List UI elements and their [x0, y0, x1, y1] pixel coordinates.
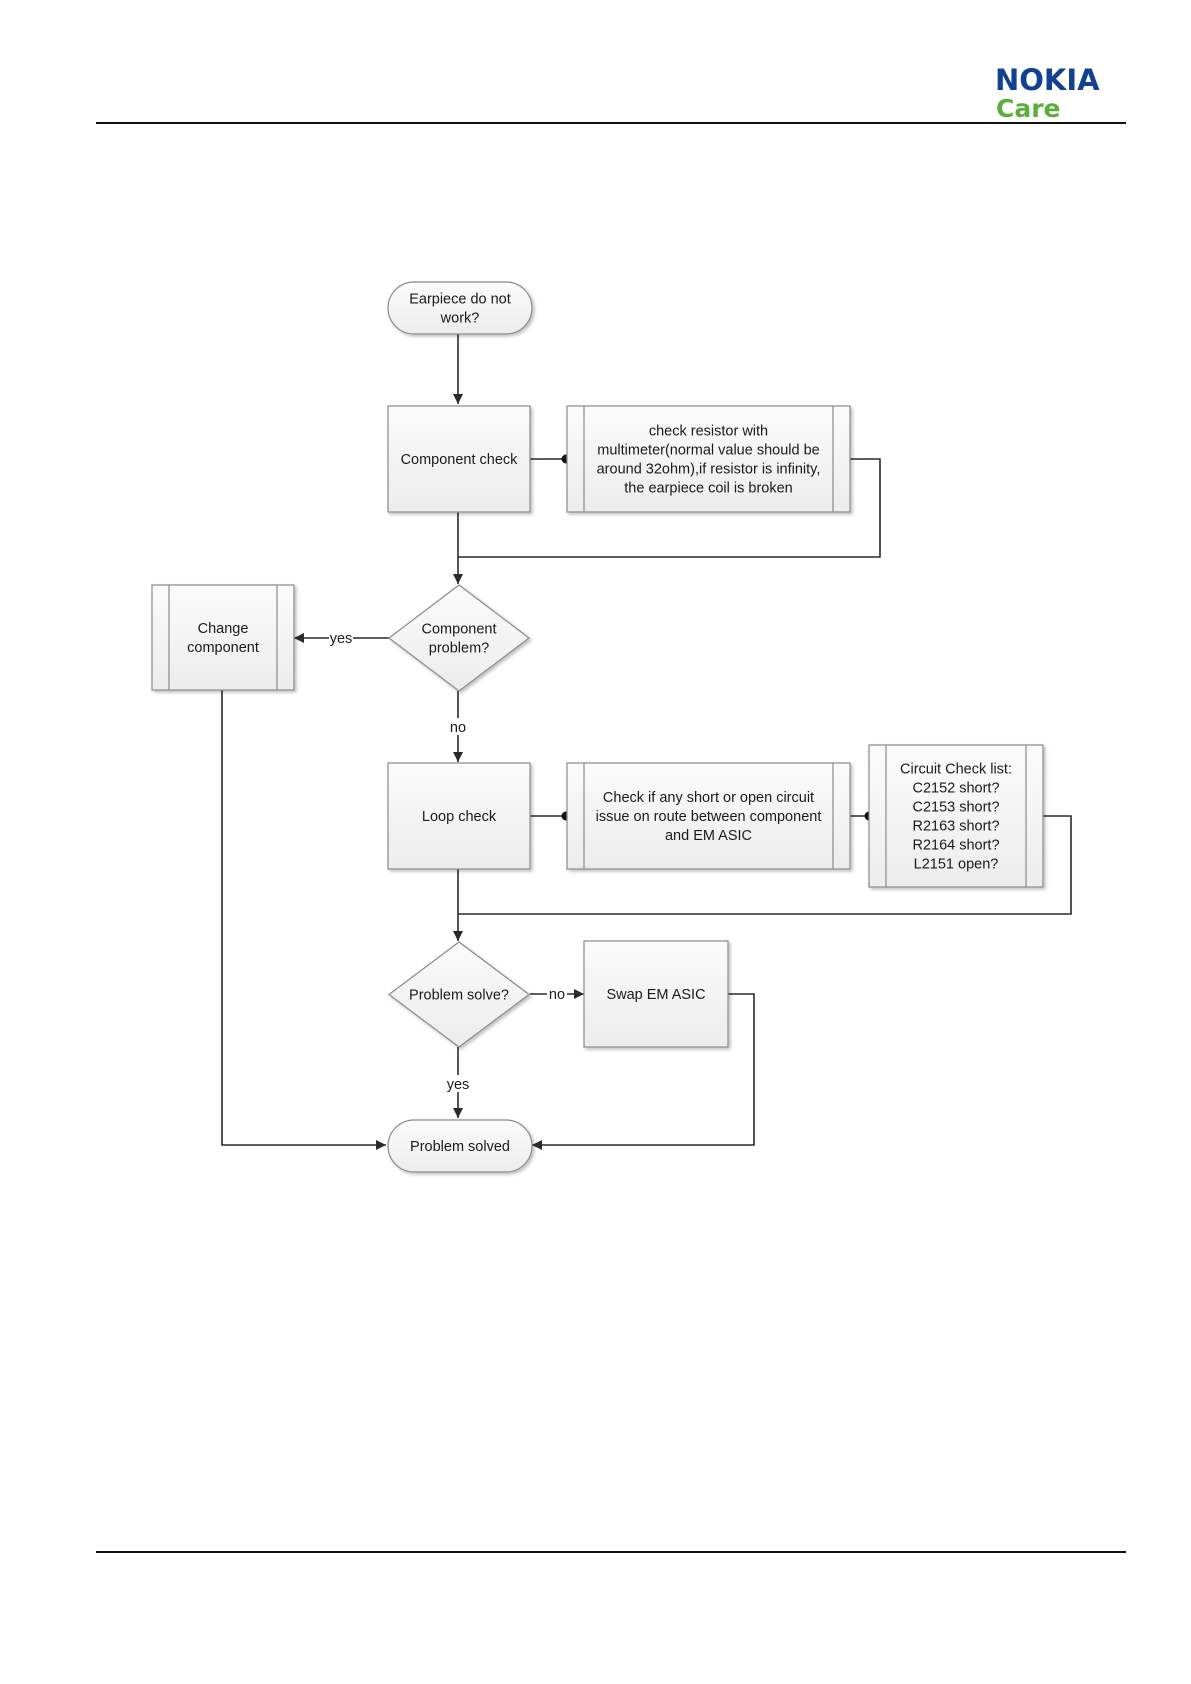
node-text-line: Problem solved	[410, 1139, 510, 1155]
node-text-line: check resistor with	[649, 424, 768, 440]
edge-list-return	[458, 815, 1072, 915]
node-text-line: C2153 short?	[912, 800, 999, 816]
node-text-line: the earpiece coil is broken	[624, 481, 792, 497]
node-problem-solve: Problem solve?	[388, 941, 530, 1048]
process-shape	[387, 762, 531, 870]
nodes: Earpiece do not work? Component check check…	[151, 281, 1044, 1173]
label-component-yes: yes	[330, 631, 353, 647]
node-text-line: C2152 short?	[912, 781, 999, 797]
edge-swap-to-solved	[532, 993, 755, 1150]
node-text-line: Change	[198, 621, 249, 637]
node-component-check: Component check	[387, 405, 531, 513]
decision-shape	[388, 941, 530, 1048]
process-shape	[583, 940, 729, 1048]
node-text-line: Check if any short or open circuit	[603, 790, 814, 806]
node-text-line: work?	[440, 311, 480, 327]
logo-care: Care	[996, 94, 1061, 123]
node-text-line: and EM ASIC	[665, 828, 752, 844]
subprocess-shape	[566, 762, 851, 870]
node-route-note: Check if any short or open circuit issue …	[566, 762, 851, 870]
node-swap-asic: Swap EM ASIC	[583, 940, 729, 1048]
node-text-line: Earpiece do not	[409, 292, 511, 308]
process-shape	[387, 405, 531, 513]
node-loop-check: Loop check	[387, 762, 531, 870]
terminal-shape	[387, 1119, 533, 1173]
node-text-line: Problem solve?	[409, 988, 509, 1004]
node-text-line: problem?	[429, 641, 489, 657]
edge-change-to-solved	[221, 690, 386, 1150]
node-text-line: R2163 short?	[912, 819, 999, 835]
edge-note-return	[458, 458, 881, 558]
subprocess-shape	[868, 744, 1044, 888]
footer-rule	[96, 1551, 1126, 1553]
node-text-line: Circuit Check list:	[900, 762, 1012, 778]
label-solve-yes: yes	[447, 1077, 470, 1093]
node-change-component: Change component	[151, 584, 295, 691]
edge-labels: yes no no yes	[329, 629, 567, 1093]
node-text-line: issue on route between component	[596, 809, 822, 825]
node-text-line: Component check	[401, 452, 519, 468]
node-circuit-list: Circuit Check list: C2152 short? C2153 sho…	[868, 744, 1044, 888]
terminal-shape	[387, 281, 533, 335]
node-resistor-note: check resistor with multimeter(normal val…	[566, 405, 851, 513]
node-component-problem: Component problem?	[388, 584, 530, 692]
logo-nokia: NOKIA	[995, 63, 1100, 97]
node-text-line: Swap EM ASIC	[606, 987, 705, 1003]
node-text-line: Loop check	[422, 809, 497, 825]
label-solve-no: no	[549, 987, 565, 1003]
label-component-no: no	[450, 720, 466, 736]
node-solved: Problem solved	[387, 1119, 533, 1173]
node-text-line: around 32ohm),if resistor is infinity,	[597, 462, 821, 478]
node-text-line: component	[187, 640, 259, 656]
subprocess-shape	[566, 405, 851, 513]
node-start: Earpiece do not work?	[387, 281, 533, 335]
node-text-line: multimeter(normal value should be	[597, 443, 819, 459]
header-rule	[96, 122, 1126, 124]
decision-shape	[388, 584, 530, 692]
subprocess-shape	[151, 584, 295, 691]
node-text-line: L2151 open?	[914, 857, 999, 873]
node-text-line: R2164 short?	[912, 838, 999, 854]
node-text-line: Component	[422, 622, 497, 638]
